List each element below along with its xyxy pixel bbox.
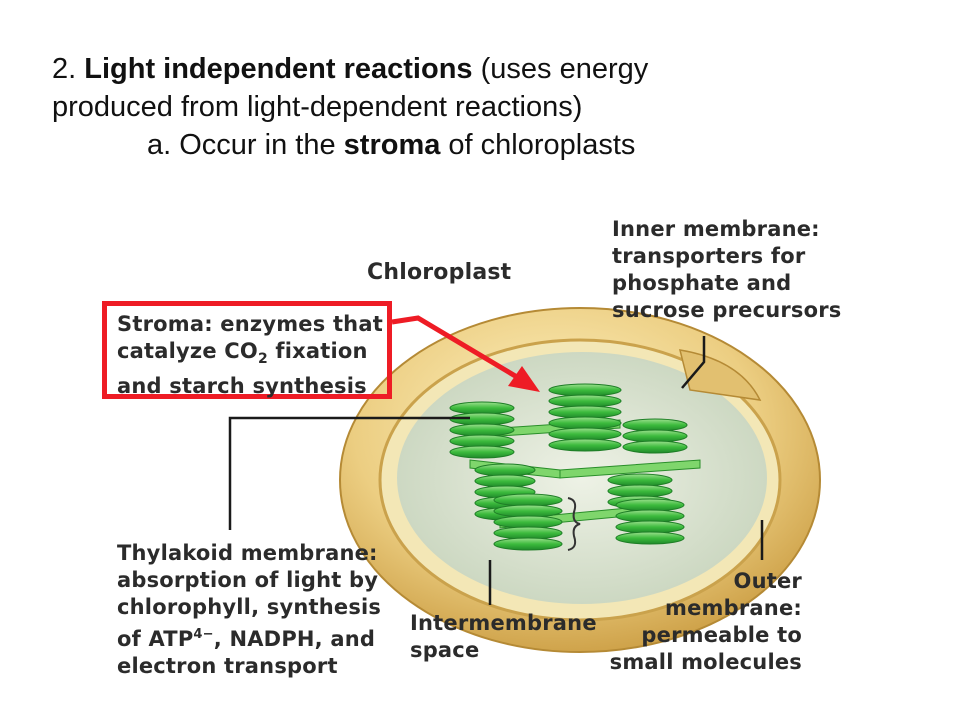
thylakoid-disc (548, 405, 622, 419)
thylakoid-line-3: chlorophyll, synthesis (117, 595, 382, 619)
diagram-title: Chloroplast (367, 260, 512, 285)
thylakoid-line-2: absorption of light by (117, 568, 379, 592)
thylakoid-disc (493, 515, 563, 529)
intermembrane-line-1: Intermembrane (410, 611, 597, 635)
thylakoid-disc (449, 434, 515, 448)
atp-text: of ATP (117, 627, 194, 651)
atp-charge-superscript: 4− (193, 627, 214, 642)
thylakoid-disc (474, 463, 536, 477)
thylakoid-disc (615, 531, 685, 545)
outer-membrane-line-1: Outer (733, 569, 802, 593)
thylakoid-disc (615, 520, 685, 534)
leader-lines (228, 336, 764, 605)
thylakoid-leader (228, 416, 470, 530)
thylakoid-disc (622, 429, 688, 443)
outer-membrane-line-3: permeable to (641, 623, 802, 647)
thylakoid-disc (493, 537, 563, 551)
thylakoid-disc (622, 440, 688, 454)
stroma-label-line-1: Stroma: enzymes that (117, 312, 383, 336)
thylakoid-disc (493, 526, 563, 540)
thylakoid-disc (548, 416, 622, 430)
heading-line-3: a. Occur in the stroma of chloroplasts (52, 126, 932, 164)
stroma-highlight-box (102, 301, 392, 399)
thylakoid-line-1: Thylakoid membrane: (117, 541, 378, 565)
thylakoid-disc (607, 484, 673, 498)
stroma-fixation-text: fixation (267, 339, 368, 363)
stroma-label-line-3: and starch synthesis (117, 374, 367, 399)
thylakoid-disc (449, 401, 515, 415)
highlight-arrow (391, 315, 540, 392)
thylakoid-line-4: of ATP4−, NADPH, and (117, 621, 381, 653)
subpoint-text-end: of chloroplasts (440, 129, 636, 161)
thylakoid-disc (474, 474, 536, 488)
inner-membrane-line-1: Inner membrane: (612, 217, 820, 241)
inner-membrane-line-3: phosphate and (612, 271, 792, 295)
thylakoid-disc (615, 509, 685, 523)
thylakoid-disc (615, 498, 685, 512)
thylakoid-disc (607, 473, 673, 487)
thylakoid-line-5: electron transport (117, 654, 338, 678)
thylakoid-disc (548, 383, 622, 397)
inner-membrane-label: Inner membrane: transporters for phospha… (612, 216, 842, 324)
stroma-label: Stroma: enzymes that catalyze CO2 fixati… (117, 311, 383, 400)
inner-membrane-leader (681, 336, 706, 389)
heading-term: Light independent reactions (84, 53, 473, 85)
thylakoid-disc (548, 427, 622, 441)
subpoint-term: stroma (343, 129, 441, 161)
thylakoid-disc (493, 493, 563, 507)
stroma-co-text: catalyze CO (117, 339, 258, 363)
granum-bracket (567, 497, 581, 551)
thylakoid-disc (548, 394, 622, 408)
stroma-label-line-2: catalyze CO2 fixation (117, 338, 383, 373)
subpoint-text: a. Occur in the (147, 129, 344, 161)
heading-number: 2. (52, 53, 85, 85)
heading-text: (uses energy (472, 53, 649, 85)
intermembrane-label: Intermembrane space (410, 610, 597, 664)
thylakoid-disc (548, 438, 622, 452)
outer-membrane-label: Outer membrane: permeable to small molec… (590, 568, 802, 676)
nadph-text: , NADPH, and (213, 627, 376, 651)
thylakoid-disc (449, 445, 515, 459)
outer-membrane-line-4: small molecules (609, 650, 802, 674)
co2-subscript: 2 (257, 351, 268, 368)
heading-line-1: 2. Light independent reactions (uses ene… (52, 50, 932, 88)
thylakoid-grana (449, 383, 688, 551)
outer-membrane-line-2: membrane: (665, 596, 802, 620)
thylakoid-disc (493, 504, 563, 518)
thylakoid-disc (622, 418, 688, 432)
thylakoid-disc (449, 423, 515, 437)
heading-line-2: produced from light-dependent reactions) (52, 91, 583, 123)
thylakoid-label: Thylakoid membrane: absorption of light … (117, 540, 381, 680)
inner-membrane-line-4: sucrose precursors (612, 298, 842, 322)
inner-membrane-line-2: transporters for (612, 244, 806, 268)
membrane-flap (678, 349, 762, 401)
slide-heading: 2. Light independent reactions (uses ene… (52, 50, 932, 164)
intermembrane-line-2: space (410, 638, 480, 662)
